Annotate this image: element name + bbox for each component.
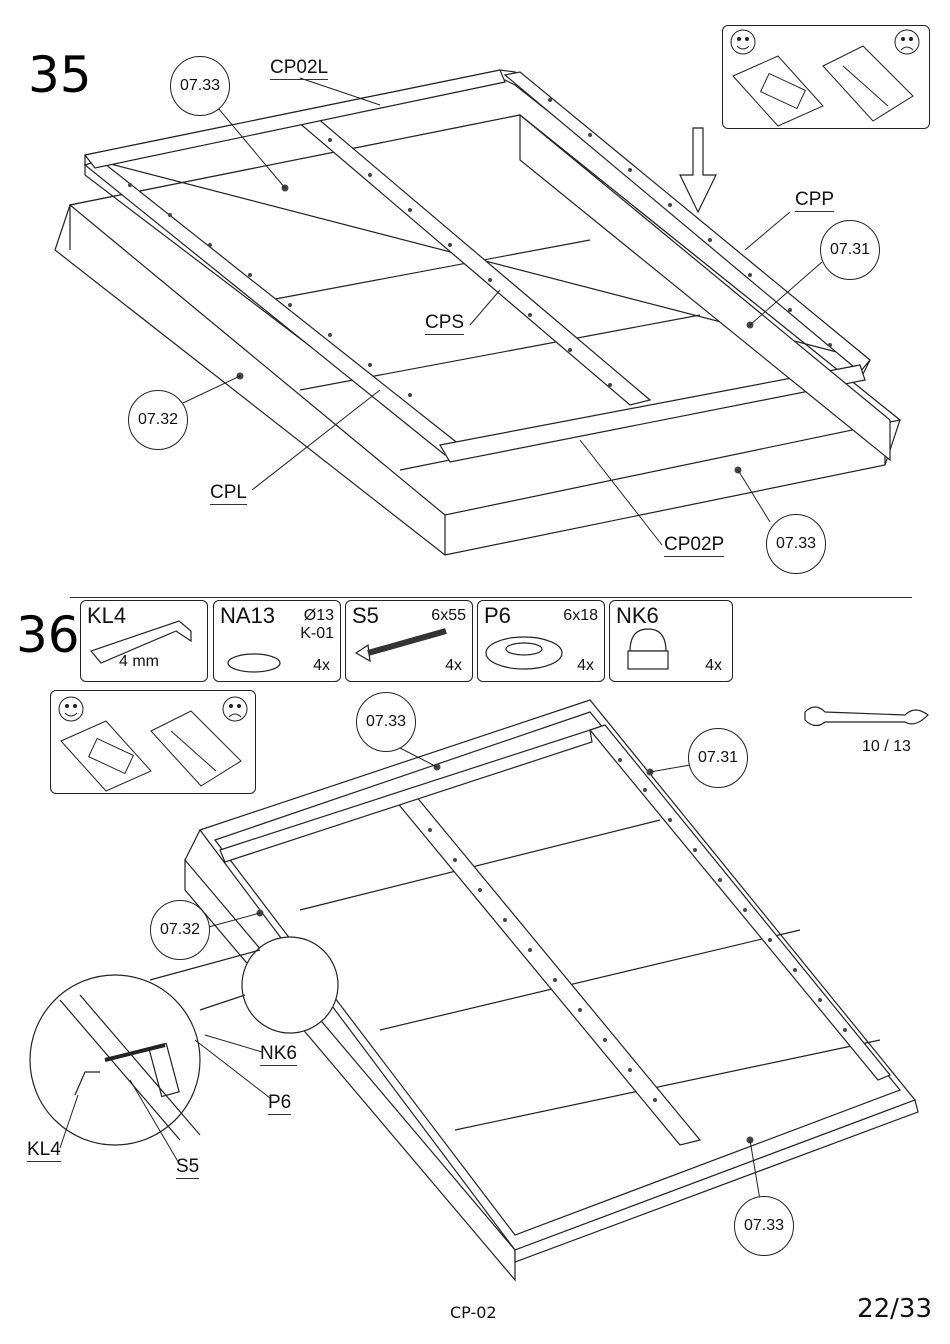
label-nk6: NK6 <box>260 1044 297 1066</box>
wrench-icon <box>805 707 928 726</box>
callout-07-31: 07.31 <box>688 728 748 788</box>
label-kl4: KL4 <box>27 1140 61 1162</box>
callout-07-33-bottom: 07.33 <box>734 1196 794 1256</box>
label-s5: S5 <box>176 1157 199 1179</box>
label-p6: P6 <box>268 1093 291 1115</box>
callout-07-32: 07.32 <box>150 900 210 960</box>
footer-model-code: CP-02 <box>450 1303 497 1322</box>
wrench-size: 10 / 13 <box>862 738 911 756</box>
callout-07-33-top: 07.33 <box>356 692 416 752</box>
page-number: 22/33 <box>857 1294 932 1324</box>
